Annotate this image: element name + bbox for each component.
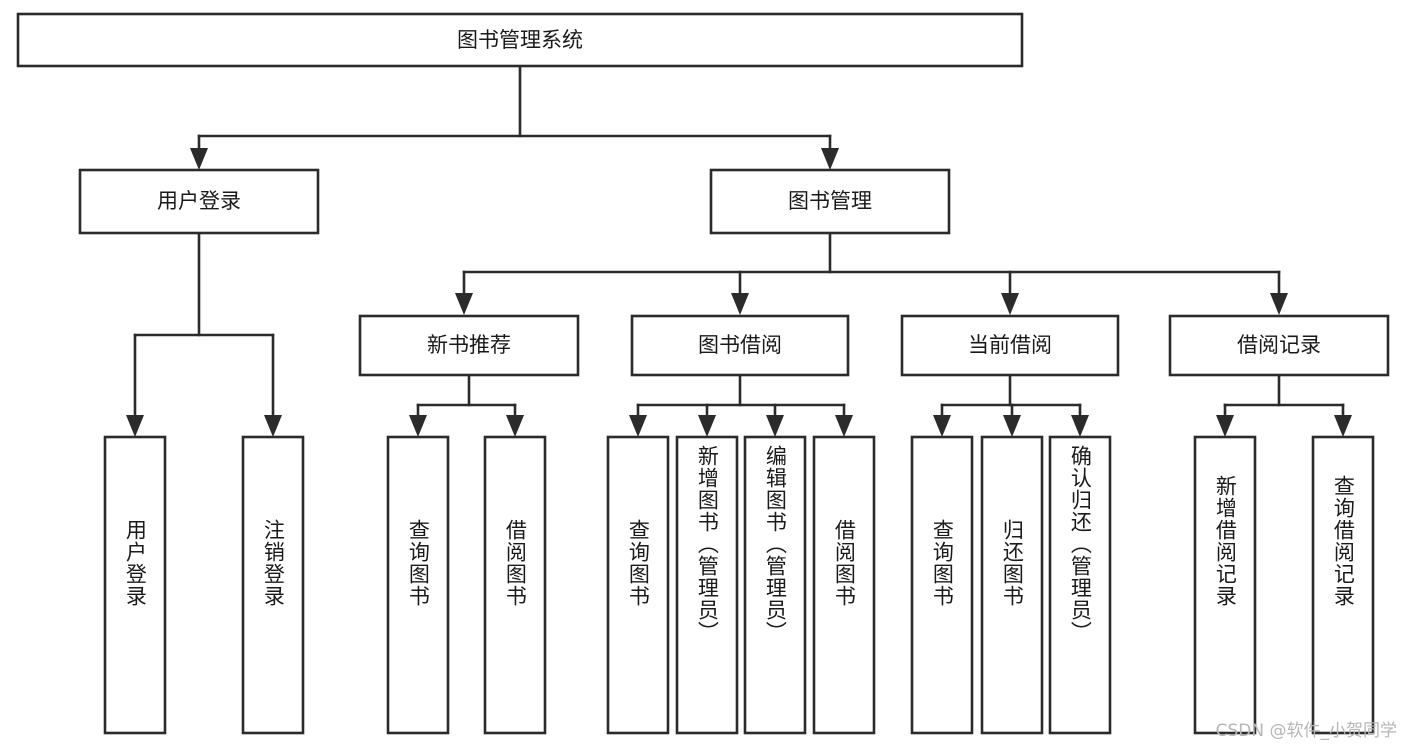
arrow-to-current-borrow [1001,293,1019,315]
node-book-borrow[interactable]: 图书借阅 [630,314,850,377]
node-book-manage-box[interactable] [709,168,951,235]
leaf-user-logout-box[interactable] [241,435,305,735]
node-root[interactable]: 图书管理系统 [16,12,1024,68]
edges-new-book-rec-to-leaves [409,373,524,437]
leaf-borrow-book-2-box[interactable] [812,435,876,735]
node-book-borrow-box[interactable] [630,314,850,377]
arrow-to-leaf-query-book-2 [629,415,647,437]
leaf-confirm-return-box[interactable] [1048,435,1112,735]
arrow-to-user-login [190,148,208,170]
node-current-borrow-label: 当前借阅 [968,333,1052,357]
edges-user-login-to-leaves [126,231,282,437]
leaf-edit-book-box[interactable] [743,435,807,735]
edges-book-manage-to-level3 [455,231,1288,315]
leaf-boxes [103,435,1375,735]
leaf-query-book-3-box[interactable] [910,435,974,735]
leaf-borrow-book-1-box[interactable] [483,435,547,735]
leaf-query-record-box[interactable] [1311,435,1375,735]
arrow-to-leaf-query-book-3 [933,415,951,437]
node-current-borrow[interactable]: 当前借阅 [900,314,1120,377]
node-book-manage[interactable]: 图书管理 [709,168,951,235]
node-root-label: 图书管理系统 [457,28,583,52]
arrow-to-leaf-confirm-return [1071,415,1089,437]
node-book-manage-label: 图书管理 [788,189,872,213]
node-new-book-rec[interactable]: 新书推荐 [358,314,580,377]
edges-current-borrow-to-leaves [933,373,1089,437]
edges-book-borrow-to-leaves [629,373,853,437]
arrow-to-book-borrow [731,293,749,315]
leaf-query-book-1-box[interactable] [386,435,450,735]
node-borrow-record-box[interactable] [1168,314,1390,377]
leaf-add-record-box[interactable] [1193,435,1257,735]
arrow-to-leaf-borrow-book-2 [835,415,853,437]
leaf-query-book-2-box[interactable] [606,435,670,735]
arrow-to-leaf-query-record [1334,415,1352,437]
node-new-book-rec-label: 新书推荐 [427,333,511,357]
arrow-to-leaf-user-login [126,415,144,437]
arrow-to-leaf-add-record [1216,415,1234,437]
node-user-login-label: 用户登录 [157,189,241,213]
leaf-return-book-box[interactable] [980,435,1044,735]
leaf-add-book-box[interactable] [675,435,739,735]
arrow-to-book-manage [821,148,839,170]
node-user-login[interactable]: 用户登录 [78,168,320,235]
node-root-box[interactable] [16,12,1024,68]
csdn-watermark: CSDN @软件_小贺同学 [1215,721,1397,741]
node-book-borrow-label: 图书借阅 [698,333,782,357]
arrow-to-leaf-add-book [698,415,716,437]
node-current-borrow-box[interactable] [900,314,1120,377]
arrow-to-borrow-record [1270,293,1288,315]
arrow-to-leaf-return-book [1003,415,1021,437]
arrow-to-leaf-user-logout [264,415,282,437]
node-borrow-record-label: 借阅记录 [1237,333,1321,357]
edges-root-to-level2 [190,64,839,170]
arrow-to-leaf-query-book-1 [409,415,427,437]
arrow-to-new-book-rec [455,293,473,315]
node-new-book-rec-box[interactable] [358,314,580,377]
leaf-user-login-box[interactable] [103,435,167,735]
node-user-login-box[interactable] [78,168,320,235]
arrow-to-leaf-borrow-book-1 [506,415,524,437]
node-borrow-record[interactable]: 借阅记录 [1168,314,1390,377]
edges-borrow-record-to-leaves [1216,373,1352,437]
arrow-to-leaf-edit-book [766,415,784,437]
